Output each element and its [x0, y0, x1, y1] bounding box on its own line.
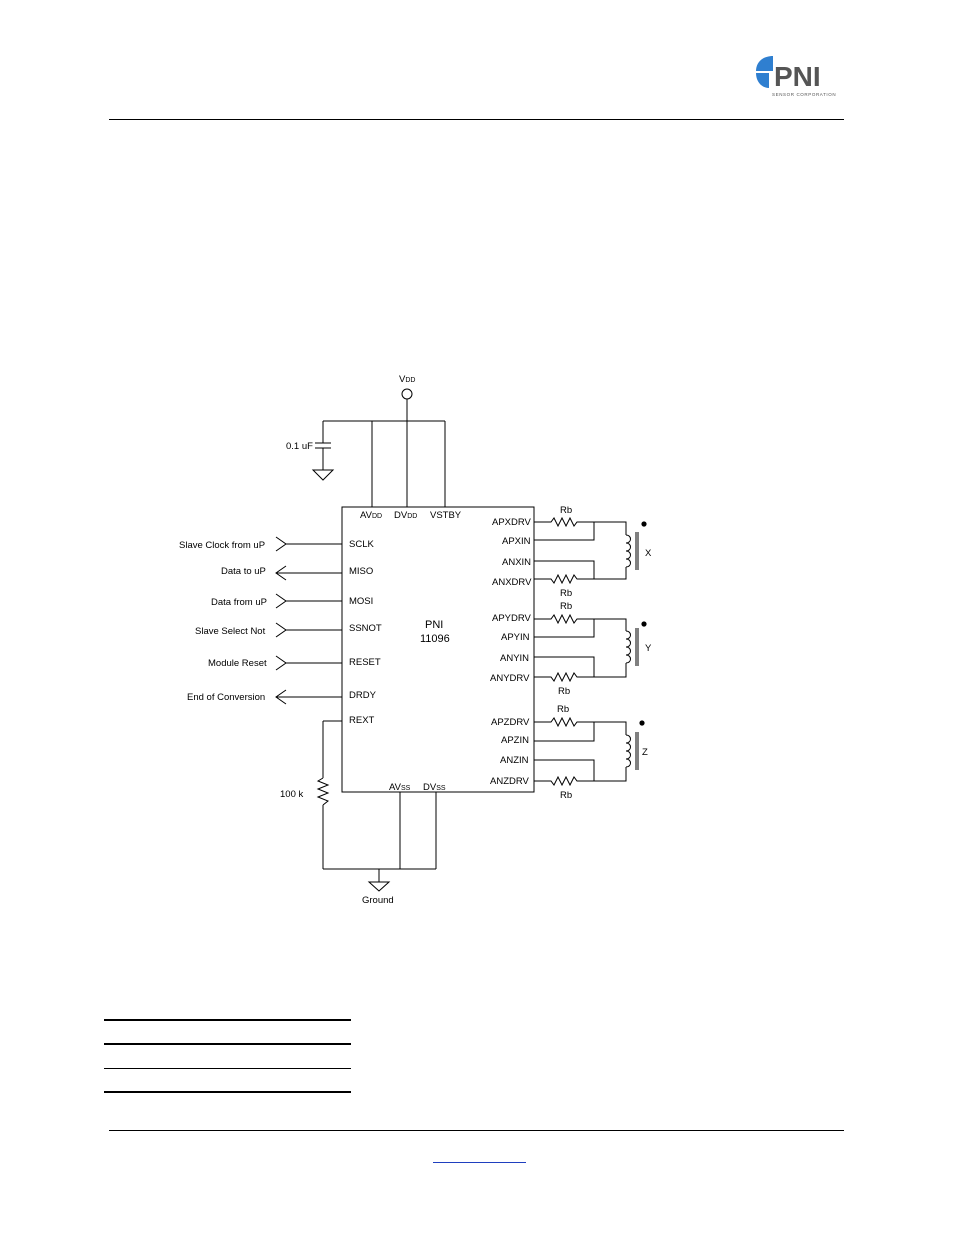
output-arrow-icon: [275, 565, 287, 581]
polarity-dot-icon: [641, 621, 647, 627]
signal-end-of-conversion: End of Conversion: [187, 692, 265, 703]
pin-anxdrv: ANXDRV: [492, 577, 532, 588]
resistor-ext-label: 100 k: [280, 789, 303, 800]
input-arrow-icon: [275, 622, 287, 638]
pin-apyin: APYIN: [501, 632, 530, 643]
sensor-coil-icon: [625, 630, 631, 664]
sensor-x-network: Rb Rb X: [534, 505, 652, 599]
pin-ssnot: SSNOT: [349, 623, 382, 634]
pni-logo: PNI SENSOR CORPORATION: [756, 56, 836, 97]
axis-label-z: Z: [642, 747, 648, 758]
resistor-label: Rb: [558, 686, 570, 697]
capacitor-ground-icon: [311, 469, 335, 481]
resistor-label: Rb: [560, 790, 572, 801]
signal-slave-select-not: Slave Select Not: [195, 626, 266, 637]
ground-icon: [367, 881, 391, 892]
pin-anydrv: ANYDRV: [490, 673, 530, 684]
pin-rext: REXT: [349, 715, 375, 726]
input-arrow-icon: [275, 655, 287, 671]
pin-apzin: APZIN: [501, 735, 529, 746]
ground-label: Ground: [362, 895, 394, 906]
pin-dvss: DVSS: [423, 782, 446, 793]
header-rule: [109, 119, 844, 120]
output-arrow-icon: [275, 689, 287, 705]
capacitor-label: 0.1 uF: [286, 441, 313, 452]
resistor-label: Rb: [557, 704, 569, 715]
resistor-label: Rb: [560, 588, 572, 599]
pin-reset: RESET: [349, 657, 381, 668]
supply-label: VDD: [399, 374, 415, 385]
footer-link[interactable]: [433, 1150, 526, 1163]
supply-terminal-icon: [401, 388, 413, 400]
pin-sclk: SCLK: [349, 539, 374, 550]
pin-anzdrv: ANZDRV: [490, 776, 530, 787]
pin-avdd: AVDD: [360, 510, 382, 521]
polarity-dot-icon: [641, 521, 647, 527]
signal-slave-clock: Slave Clock from uP: [179, 540, 265, 551]
pin-apzdrv: APZDRV: [491, 717, 530, 728]
pin-drdy: DRDY: [349, 690, 377, 701]
pin-avss: AVSS: [389, 782, 411, 793]
sensor-coil-icon: [625, 534, 631, 568]
pin-apxin: APXIN: [502, 536, 531, 547]
chip-name: PNI: [425, 619, 443, 631]
pin-miso: MISO: [349, 566, 373, 577]
signal-data-from-up: Data from uP: [211, 597, 267, 608]
table-rule-top: [104, 1019, 351, 1021]
pin-apxdrv: APXDRV: [492, 517, 532, 528]
footer-rule: [109, 1130, 844, 1131]
pin-vstby: VSTBY: [430, 510, 462, 521]
pin-mosi: MOSI: [349, 596, 373, 607]
resistor-label: Rb: [560, 505, 572, 516]
resistor-icon: [316, 777, 330, 806]
pin-anyin: ANYIN: [500, 653, 529, 664]
resistor-label: Rb: [560, 601, 572, 612]
signal-module-reset: Module Reset: [208, 658, 267, 669]
sensor-coil-icon: [625, 734, 631, 768]
pin-apydrv: APYDRV: [492, 613, 532, 624]
sensor-y-network: Rb Rb Y: [534, 601, 652, 697]
pin-dvdd: DVDD: [394, 510, 417, 521]
table-rule-bottom: [104, 1091, 351, 1093]
signal-data-to-up: Data to uP: [221, 566, 266, 577]
pin-anzin: ANZIN: [500, 755, 529, 766]
chip-body: [341, 506, 535, 793]
chip-part: 11096: [420, 633, 450, 645]
table-rule: [104, 1068, 351, 1069]
input-arrow-icon: [275, 593, 287, 609]
input-arrow-icon: [275, 536, 287, 552]
polarity-dot-icon: [639, 720, 645, 726]
table-rule: [104, 1043, 351, 1045]
logo-mark-icon: [756, 56, 773, 71]
axis-label-x: X: [645, 548, 652, 559]
logo-text: PNI: [774, 61, 821, 92]
logo-subtext: SENSOR CORPORATION: [772, 92, 836, 97]
sensor-z-network: Rb Rb Z: [534, 704, 648, 801]
axis-label-y: Y: [645, 643, 652, 654]
pin-anxin: ANXIN: [502, 557, 531, 568]
